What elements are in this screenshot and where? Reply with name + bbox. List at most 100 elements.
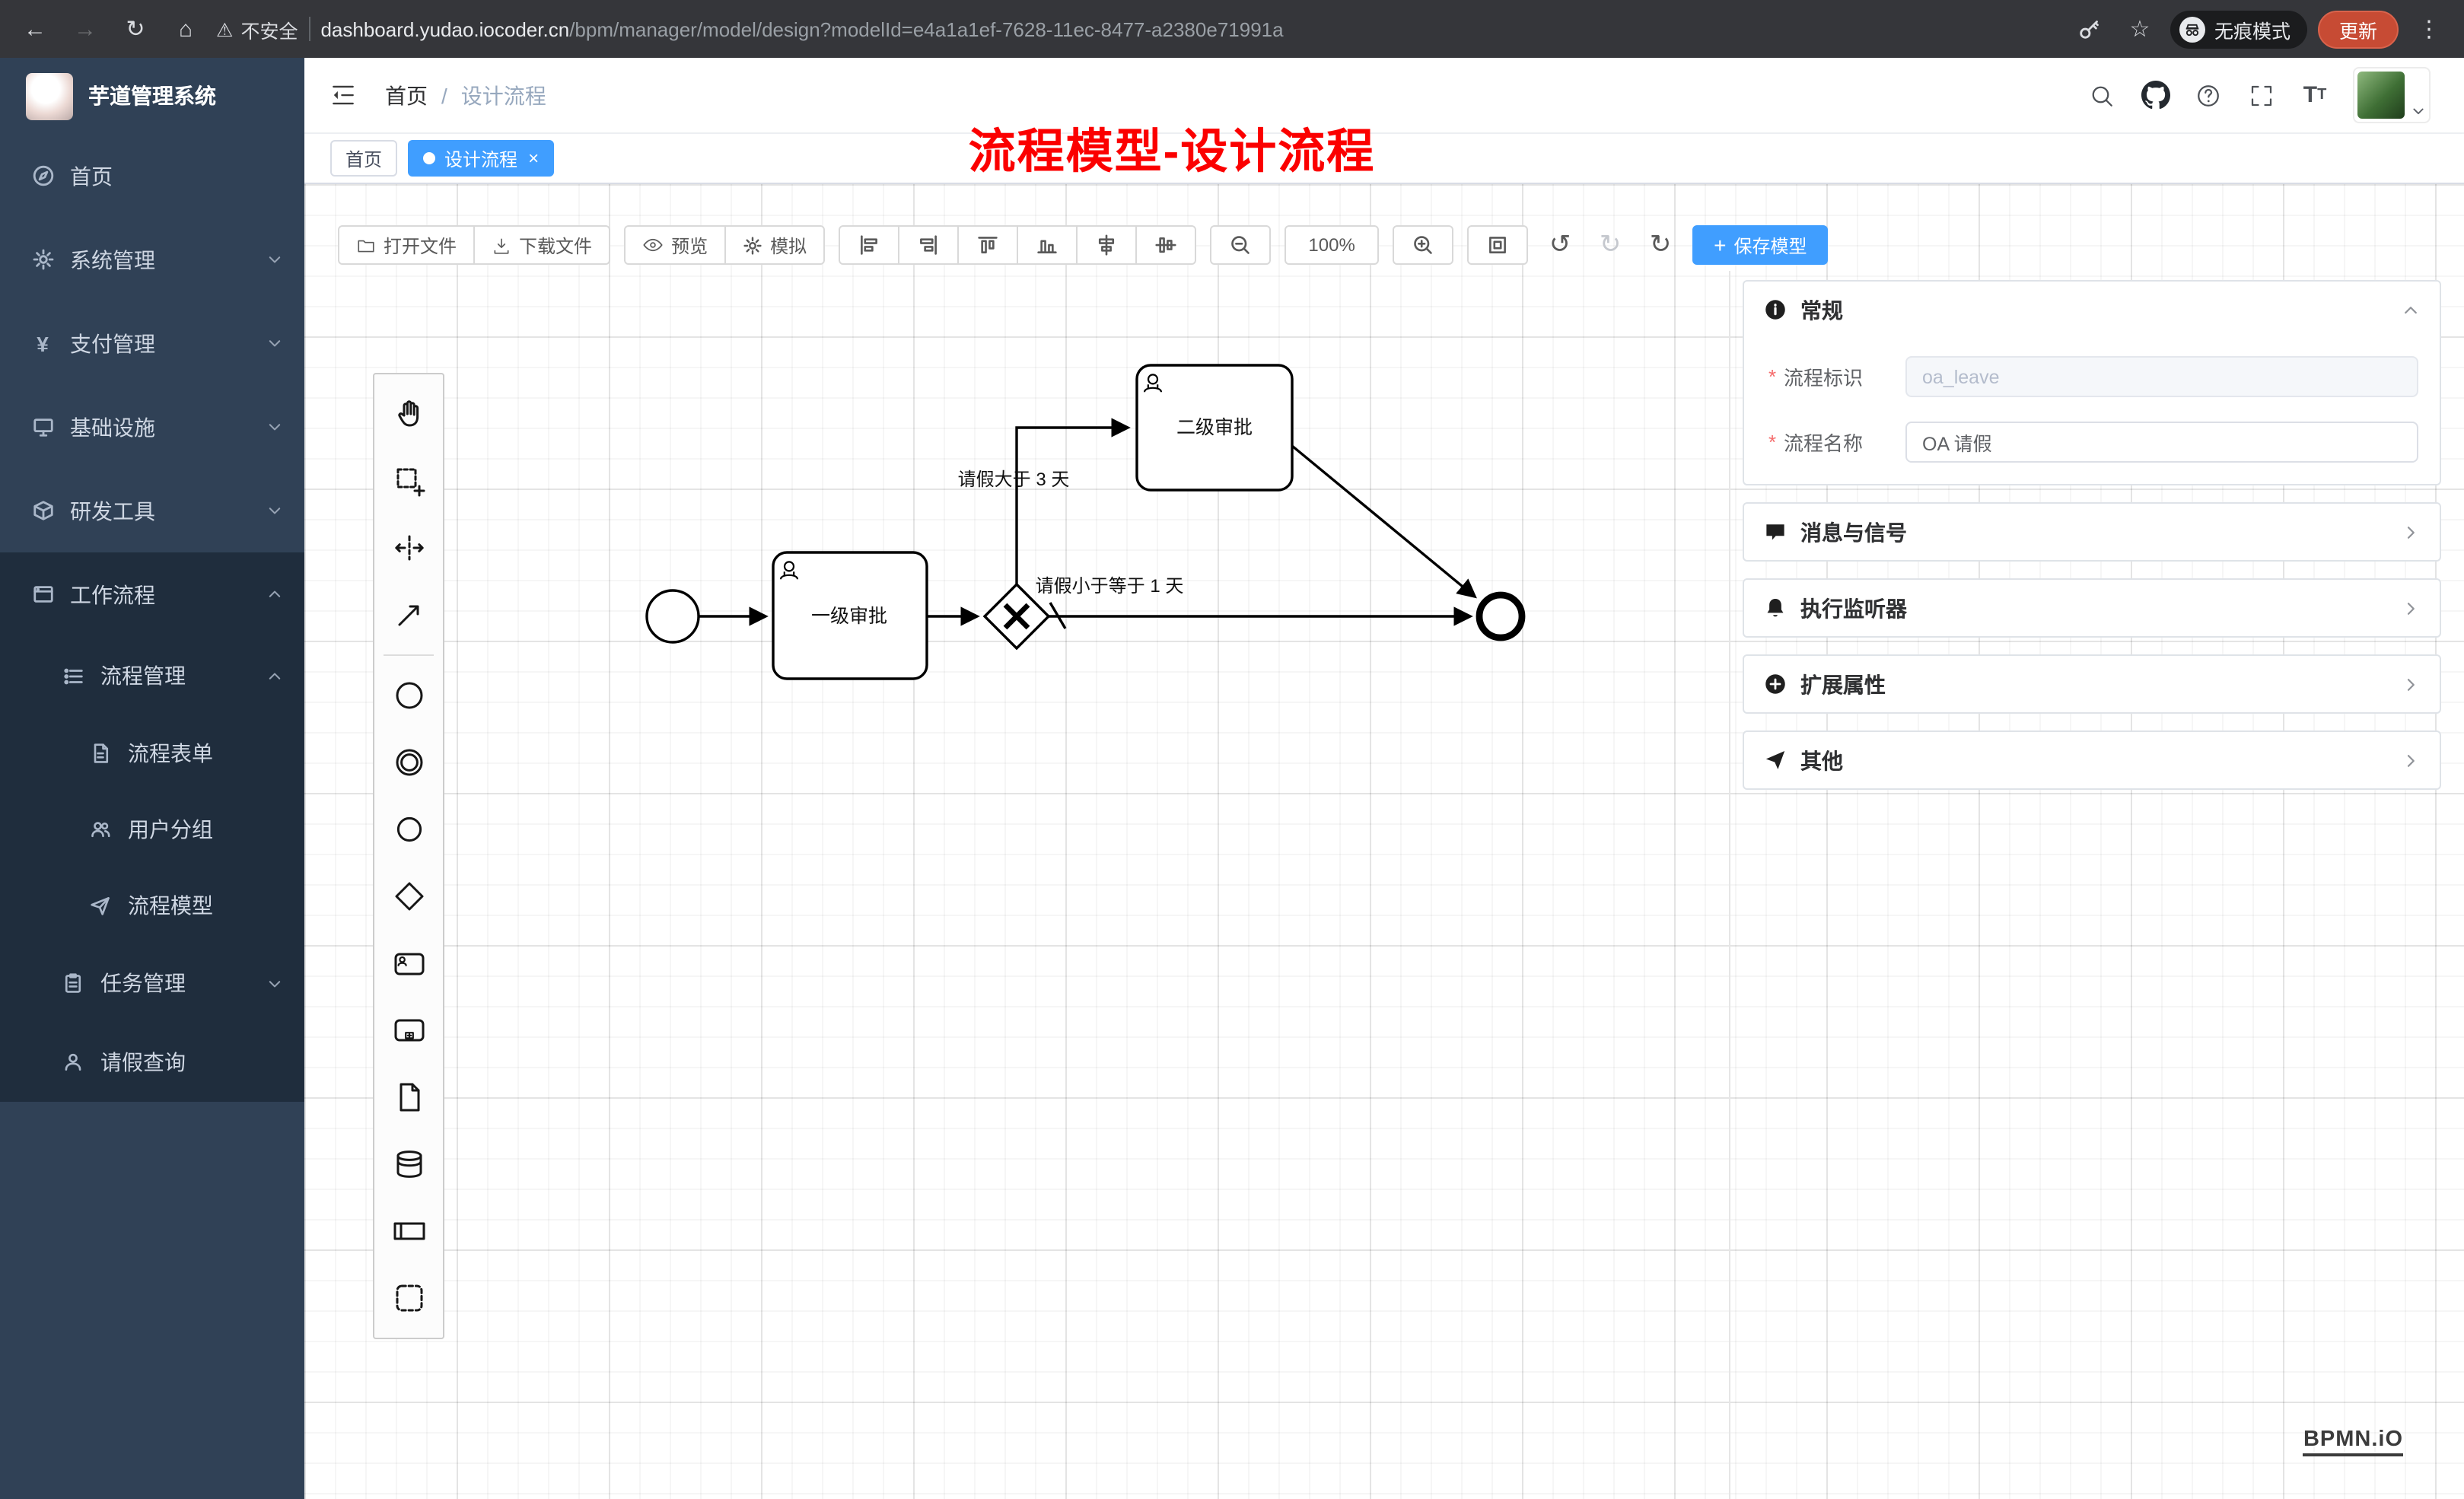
palette-hand-tool[interactable] (374, 380, 443, 447)
fullscreen-icon[interactable] (2246, 80, 2277, 110)
palette-create-gateway[interactable] (374, 863, 443, 930)
user-task-level1[interactable]: 一级审批 (772, 551, 928, 680)
field-process-name: * 流程名称 (1768, 422, 2418, 463)
sidebar-item-infra[interactable]: 基础设施 (0, 385, 304, 469)
document-icon (88, 743, 113, 764)
sidebar-item-system[interactable]: 系统管理 (0, 218, 304, 301)
flow-label-le1[interactable]: 请假小于等于 1 天 (1036, 576, 1184, 597)
palette-create-start-event[interactable] (374, 662, 443, 729)
sidebar-item-leave-query[interactable]: 请假查询 (0, 1023, 304, 1102)
undo-button[interactable]: ↺ (1549, 230, 1571, 259)
end-event-shape[interactable] (1476, 591, 1526, 641)
palette-create-group[interactable] (374, 1265, 443, 1332)
align-hcenter-button[interactable] (1076, 225, 1138, 265)
help-icon[interactable] (2193, 80, 2224, 110)
restart-button[interactable]: ↻ (1649, 230, 1672, 259)
zoom-in-button[interactable] (1393, 225, 1454, 265)
section-header-extension[interactable]: 扩展属性 (1744, 656, 2440, 712)
section-header-message[interactable]: 消息与信号 (1744, 504, 2440, 560)
save-model-button[interactable]: + 保存模型 (1692, 225, 1829, 265)
palette-create-intermediate-event[interactable] (374, 729, 443, 796)
palette-create-data-store[interactable] (374, 1131, 443, 1198)
user-task-level2[interactable]: 二级审批 (1135, 364, 1294, 492)
chevron-right-icon (2402, 599, 2420, 617)
breadcrumb-home[interactable]: 首页 (385, 83, 428, 107)
incognito-icon (2179, 16, 2205, 42)
simulate-button[interactable]: 模拟 (724, 225, 826, 265)
address-bar[interactable]: dashboard.yudao.iocoder.cn/bpm/manager/m… (320, 18, 2058, 40)
sidebar-item-devtools[interactable]: 研发工具 (0, 469, 304, 552)
open-file-button[interactable]: 打开文件 (338, 225, 476, 265)
url-host: dashboard.yudao.iocoder.cn (320, 18, 570, 40)
bpmn-canvas[interactable]: 打开文件 下载文件 预览 模拟 (304, 184, 2464, 1499)
palette-create-task[interactable] (374, 930, 443, 997)
sidebar-item-process-model[interactable]: 流程模型 (0, 867, 304, 944)
sidebar-item-process-mgmt[interactable]: 流程管理 (0, 636, 304, 715)
sidebar-item-label: 流程管理 (100, 664, 186, 688)
sidebar-item-payment[interactable]: ¥ 支付管理 (0, 301, 304, 385)
sidebar-item-workflow[interactable]: 工作流程 (0, 552, 304, 636)
palette-create-data-object[interactable] (374, 1064, 443, 1131)
zoom-reset-button[interactable] (1467, 225, 1529, 265)
redo-button[interactable]: ↻ (1599, 230, 1622, 259)
search-icon[interactable] (2087, 80, 2117, 110)
align-left-button[interactable] (839, 225, 900, 265)
palette-create-participant[interactable] (374, 1198, 443, 1265)
bookmark-star-icon[interactable]: ☆ (2129, 17, 2150, 43)
section-header-listener[interactable]: 执行监听器 (1744, 580, 2440, 636)
section-header-general[interactable]: 常规 (1744, 282, 2440, 338)
security-indicator[interactable]: ⚠ 不安全 (216, 14, 298, 43)
palette-lasso-tool[interactable] (374, 447, 443, 514)
align-vcenter-button[interactable] (1135, 225, 1197, 265)
browser-home-icon[interactable]: ⌂ (178, 16, 193, 42)
app-logo[interactable]: 芋道管理系统 (0, 58, 304, 134)
process-name-input[interactable] (1905, 422, 2418, 463)
close-icon[interactable]: × (528, 148, 540, 169)
yen-icon: ¥ (37, 331, 49, 355)
section-header-other[interactable]: 其他 (1744, 732, 2440, 788)
align-top-button[interactable] (957, 225, 1019, 265)
palette-create-subprocess[interactable] (374, 997, 443, 1064)
preview-button[interactable]: 预览 (624, 225, 727, 265)
menu-fold-icon[interactable] (329, 81, 358, 110)
user-menu[interactable] (2353, 67, 2431, 123)
tab-home[interactable]: 首页 (330, 140, 398, 177)
sidebar-item-process-form[interactable]: 流程表单 (0, 715, 304, 791)
gear-icon (743, 236, 762, 254)
browser-menu-icon[interactable]: ⋮ (2418, 17, 2440, 43)
password-key-icon[interactable] (2070, 9, 2109, 49)
flow-label-gt3[interactable]: 请假大于 3 天 (958, 469, 1070, 490)
sidebar-item-home[interactable]: 首页 (0, 134, 304, 218)
exclusive-gateway-shape[interactable] (982, 582, 1051, 651)
browser-forward-icon[interactable]: → (74, 16, 97, 42)
chevron-down-icon (266, 251, 283, 268)
browser-back-icon[interactable]: ← (24, 16, 46, 42)
hand-icon (397, 400, 419, 427)
process-key-input[interactable] (1905, 356, 2418, 397)
palette-create-end-event[interactable] (374, 796, 443, 863)
download-file-button[interactable]: 下载文件 (473, 225, 611, 265)
align-right-button[interactable] (898, 225, 960, 265)
start-event-shape[interactable] (645, 589, 700, 644)
sidebar-item-user-group[interactable]: 用户分组 (0, 791, 304, 867)
update-button[interactable]: 更新 (2317, 10, 2399, 48)
github-icon[interactable] (2140, 80, 2170, 110)
palette-separator (384, 654, 434, 656)
bpmn-palette (373, 373, 444, 1339)
browser-reload-icon[interactable]: ↻ (126, 17, 145, 43)
browser-chrome: ← → ↻ ⌂ ⚠ 不安全 dashboard.yudao.iocoder.cn… (0, 0, 2464, 58)
zoom-out-button[interactable] (1210, 225, 1272, 265)
panel-section-message: 消息与信号 (1743, 502, 2441, 562)
palette-global-connect-tool[interactable] (374, 581, 443, 648)
palette-space-tool[interactable] (374, 514, 443, 581)
sequence-flow-task2-to-end[interactable] (1291, 444, 1477, 599)
tab-design-process[interactable]: 设计流程 × (408, 140, 555, 177)
sidebar-item-label: 工作流程 (70, 582, 155, 606)
sidebar-item-task-mgmt[interactable]: 任务管理 (0, 944, 304, 1023)
sequence-flow-gateway-to-task2[interactable] (1015, 418, 1131, 584)
sidebar-item-label: 请假查询 (100, 1050, 186, 1074)
align-bottom-button[interactable] (1017, 225, 1078, 265)
